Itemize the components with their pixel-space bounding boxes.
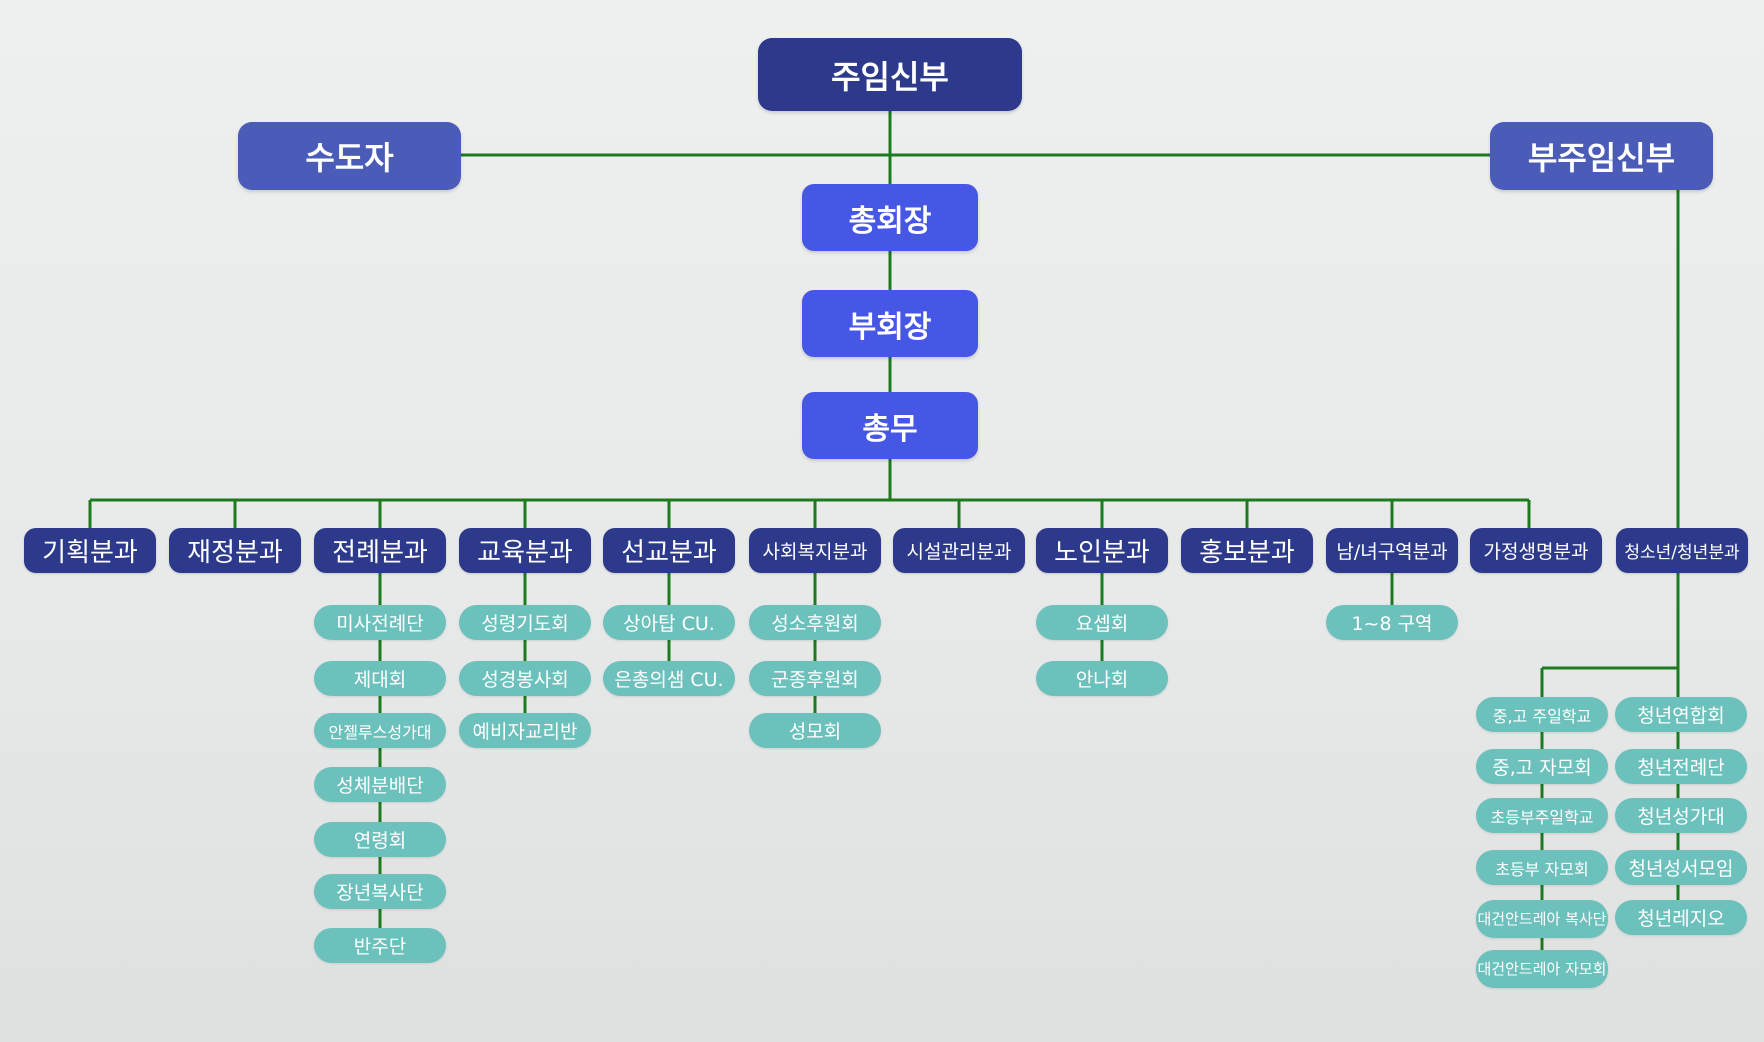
group-eucharistic-ministers: 성체분배단 [314, 767, 446, 802]
group-accompanists: 반주단 [314, 928, 446, 963]
youth-young-adult-legion: 청년레지오 [1615, 900, 1747, 935]
dept-social-welfare: 사회복지분과 [749, 528, 881, 573]
group-funeral-ministry: 연령회 [314, 822, 446, 857]
youth-young-adult-liturgy: 청년전례단 [1615, 749, 1747, 784]
youth-young-adult-federation: 청년연합회 [1615, 697, 1747, 732]
group-catechumenate: 예비자교리반 [459, 713, 591, 748]
youth-elementary-sunday-school: 초등부주일학교 [1476, 798, 1608, 833]
group-joseph-society: 요셉회 [1036, 605, 1168, 640]
dept-facilities: 시설관리분과 [893, 528, 1025, 573]
president-box: 총회장 [802, 184, 978, 251]
youth-elementary-mothers: 초등부 자모회 [1476, 850, 1608, 885]
assistant-pastor-box: 부주임신부 [1490, 122, 1713, 190]
dept-seniors: 노인분과 [1036, 528, 1168, 573]
general-affairs-box: 총무 [802, 392, 978, 459]
group-fountain-of-grace-cu: 은총의샘 CU. [603, 661, 735, 696]
dept-liturgy: 전례분과 [314, 528, 446, 573]
dept-districts: 남/녀구역분과 [1326, 528, 1458, 573]
group-mass-liturgy: 미사전례단 [314, 605, 446, 640]
youth-young-adult-bible-study: 청년성서모임 [1615, 850, 1747, 885]
dept-family-life: 가정생명분과 [1470, 528, 1602, 573]
group-adult-altar-servers: 장년복사단 [314, 874, 446, 909]
group-altar-society: 제대회 [314, 661, 446, 696]
youth-andrea-kim-mothers: 대건안드레아 자모회 [1476, 950, 1608, 988]
group-anna-society: 안나회 [1036, 661, 1168, 696]
youth-middle-high-mothers: 중,고 자모회 [1476, 749, 1608, 784]
group-vocations-support: 성소후원회 [749, 605, 881, 640]
group-districts-1-8: 1~8 구역 [1326, 605, 1458, 640]
group-ivory-tower-cu: 상아탑 CU. [603, 605, 735, 640]
group-charismatic-prayer: 성령기도회 [459, 605, 591, 640]
dept-planning: 기획분과 [24, 528, 156, 573]
youth-young-adult-choir: 청년성가대 [1615, 798, 1747, 833]
dept-finance: 재정분과 [169, 528, 301, 573]
religious-box: 수도자 [238, 122, 461, 190]
group-military-chaplaincy-support: 군종후원회 [749, 661, 881, 696]
group-bible-service: 성경봉사회 [459, 661, 591, 696]
dept-public-relations: 홍보분과 [1181, 528, 1313, 573]
dept-mission: 선교분과 [603, 528, 735, 573]
dept-youth: 청소년/청년분과 [1616, 528, 1748, 573]
group-mothers-society: 성모회 [749, 713, 881, 748]
dept-education: 교육분과 [459, 528, 591, 573]
youth-middle-high-sunday-school: 중,고 주일학교 [1476, 697, 1608, 732]
vice-president-box: 부회장 [802, 290, 978, 357]
group-angelus-choir: 안젤루스성가대 [314, 713, 446, 748]
youth-andrea-kim-altar-servers: 대건안드레아 복사단 [1476, 900, 1608, 938]
pastor-box: 주임신부 [758, 38, 1022, 111]
